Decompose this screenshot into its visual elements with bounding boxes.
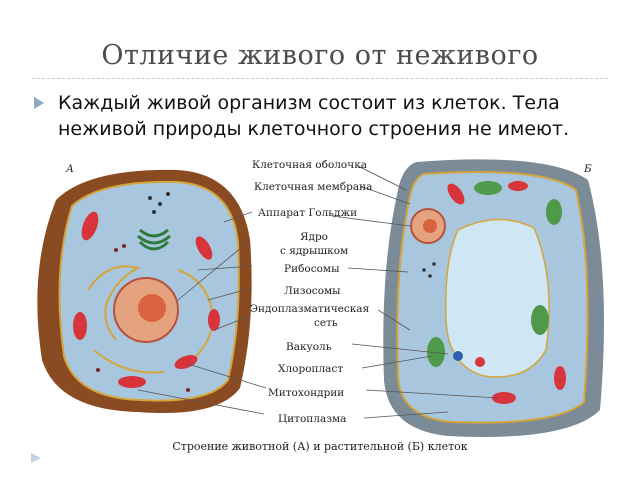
label-lysosomes: Лизосомы [284,285,341,297]
figure-caption: Строение животной (А) и растительной (Б)… [172,440,467,453]
label-golgi: Аппарат Гольджи [258,207,357,219]
label-chloroplast: Хлоропласт [278,363,343,375]
bullet-icon [34,97,44,109]
label-cell-wall: Клеточная оболочка [252,159,367,171]
label-nucleus: Ядро [300,231,328,243]
panel-label-b: Б [583,163,592,175]
cell-structure-figure: А Б [28,150,612,460]
label-er: Эндоплазматическая [250,303,370,315]
bullet-text: Каждый живой организм состоит из клеток.… [58,92,570,140]
slide-title: Отличие живого от неживого [101,40,539,71]
label-vacuole: Вакуоль [286,341,332,353]
label-nucleolus: с ядрышком [280,245,348,257]
label-cytoplasm: Цитоплазма [278,413,346,425]
leader-lines [137,165,499,419]
cell-diagram: А Б [37,159,604,453]
title-divider [32,78,608,79]
corner-arrow-icon [31,453,41,463]
label-er-cont: сеть [314,317,338,329]
panel-label-a: А [65,163,74,175]
plant-cell [383,159,604,437]
label-cell-membrane: Клеточная мембрана [254,181,372,193]
animal-cell [37,169,252,413]
label-ribosomes: Рибосомы [284,263,339,275]
label-mitochondria: Митохондрии [268,387,344,399]
